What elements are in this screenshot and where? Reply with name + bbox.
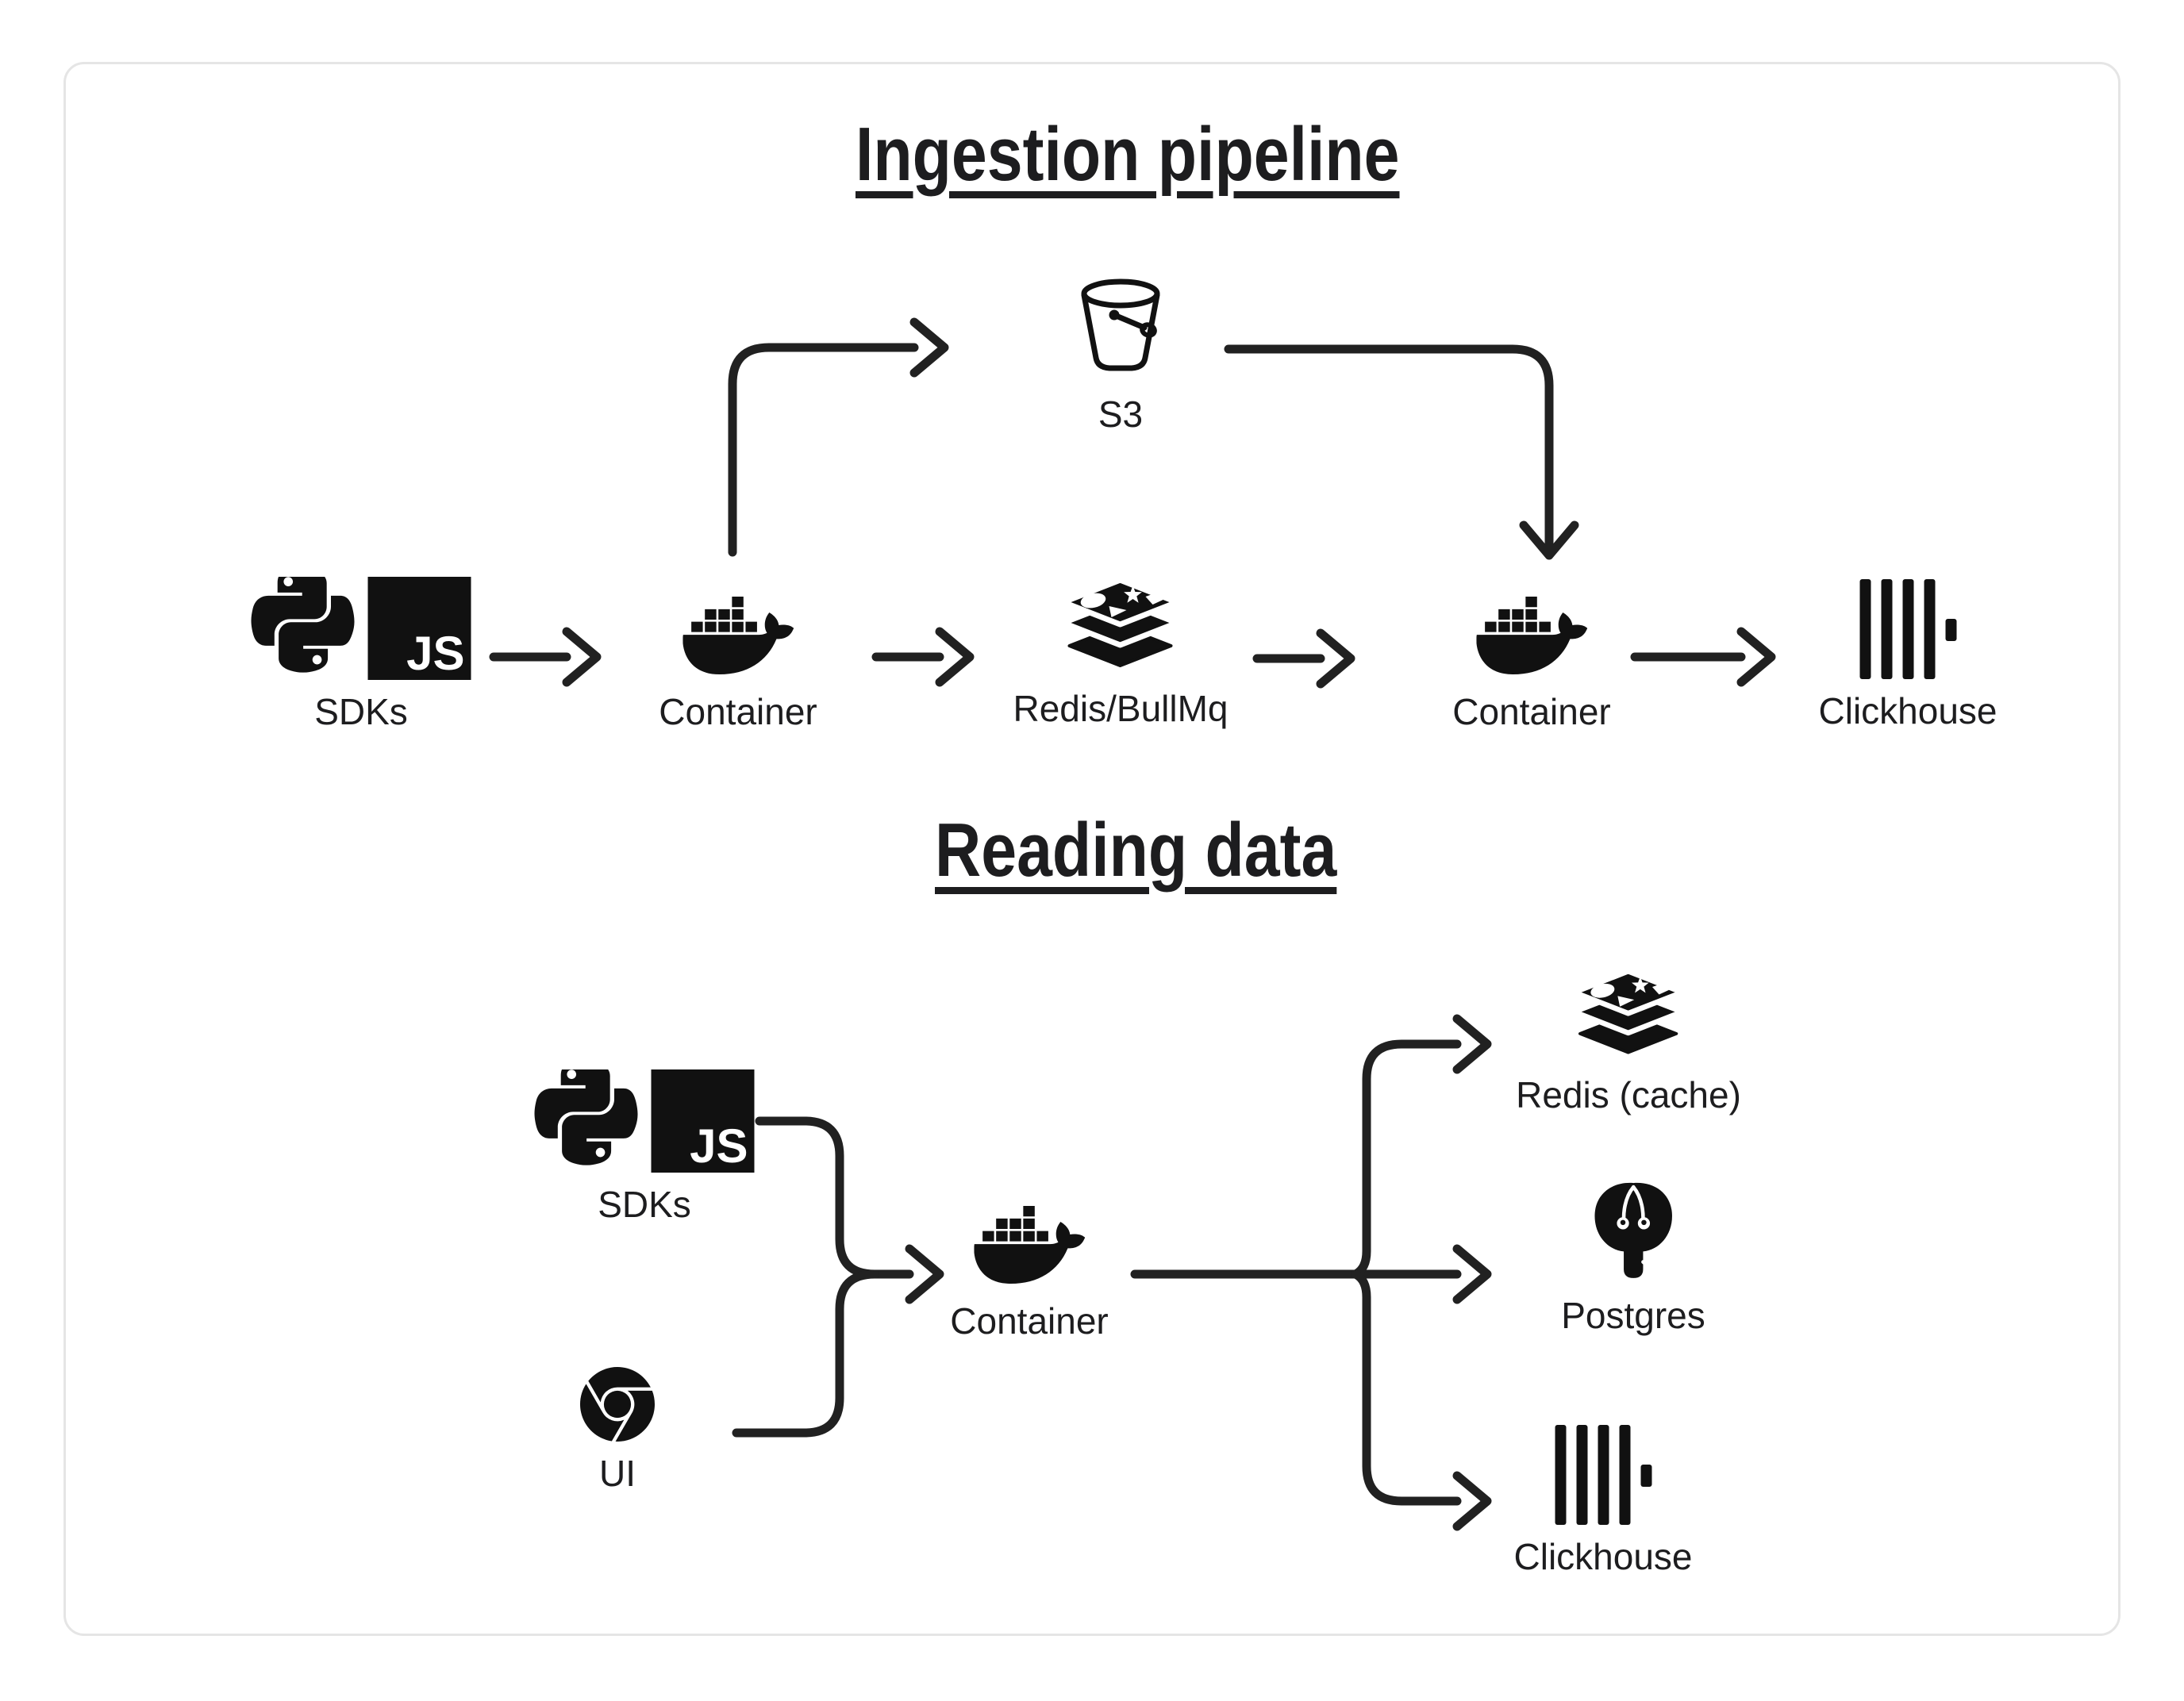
- clickhouse-label: Clickhouse: [1818, 690, 1998, 731]
- docker-icon: [682, 591, 794, 680]
- container-label: Container: [659, 691, 817, 732]
- javascript-icon: JS: [651, 1069, 755, 1173]
- s3-label: S3: [1098, 394, 1144, 435]
- node-sdks-reading: JS SDKs: [535, 1069, 755, 1226]
- s3-bucket-icon: [1073, 276, 1168, 382]
- redis-cache-label: Redis (cache): [1516, 1074, 1741, 1115]
- node-container-reading: Container: [950, 1200, 1109, 1342]
- docker-icon: [1476, 591, 1587, 680]
- node-container-ingest: Container: [659, 591, 817, 733]
- container-label: Container: [1452, 691, 1611, 732]
- docker-icon: [974, 1200, 1085, 1289]
- node-redis-bullmq: Redis/BullMq: [1013, 580, 1228, 730]
- node-postgres: Postgres: [1561, 1179, 1705, 1337]
- node-clickhouse-reading: Clickhouse: [1514, 1425, 1693, 1578]
- reading-data-title: Reading data: [935, 808, 1337, 893]
- node-container-worker: Container: [1452, 591, 1611, 733]
- clickhouse-label: Clickhouse: [1513, 1536, 1693, 1577]
- javascript-icon: JS: [367, 577, 471, 680]
- node-s3: S3: [1073, 276, 1168, 436]
- sdks-label: SDKs: [598, 1184, 691, 1225]
- redis-icon: [1067, 580, 1175, 677]
- js-logo-text: JS: [406, 627, 464, 680]
- sdks-label: SDKs: [314, 691, 408, 732]
- postgresql-icon: [1585, 1179, 1682, 1284]
- python-icon: [535, 1069, 638, 1173]
- redis-icon: [1577, 971, 1680, 1063]
- node-redis-cache: Redis (cache): [1516, 971, 1741, 1116]
- node-clickhouse-ingest: Clickhouse: [1819, 579, 1998, 732]
- container-label: Container: [950, 1300, 1109, 1342]
- ui-label: UI: [599, 1453, 636, 1494]
- clickhouse-icon: [1859, 579, 1956, 679]
- postgres-label: Postgres: [1561, 1295, 1705, 1336]
- js-logo-text: JS: [690, 1119, 748, 1173]
- node-ui: UI: [580, 1367, 655, 1495]
- node-sdks-ingestion: JS SDKs: [252, 577, 471, 733]
- redis-bullmq-label: Redis/BullMq: [1013, 688, 1228, 729]
- chrome-icon: [580, 1367, 655, 1442]
- ingestion-pipeline-title: Ingestion pipeline: [856, 112, 1400, 197]
- python-icon: [252, 577, 355, 680]
- clickhouse-icon: [1555, 1425, 1651, 1525]
